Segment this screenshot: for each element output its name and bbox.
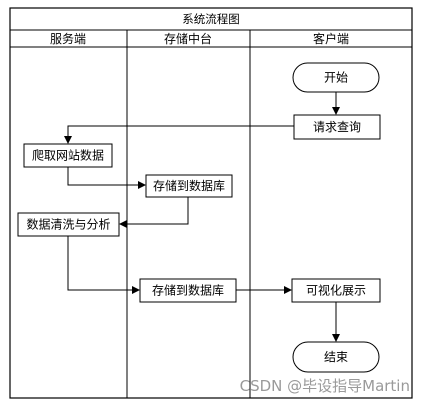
node-crawl-label: 爬取网站数据 — [32, 148, 104, 163]
lane-header-server: 服务端 — [50, 31, 86, 46]
node-store2-label: 存储到数据库 — [152, 283, 224, 298]
node-visual-label: 可视化展示 — [306, 283, 366, 298]
node-crawl: 爬取网站数据 — [23, 143, 113, 168]
lane-header-client: 客户端 — [313, 31, 349, 46]
node-start-label: 开始 — [324, 71, 348, 85]
node-store2-shape — [139, 278, 237, 303]
node-visual: 可视化展示 — [291, 278, 381, 303]
node-store1-label: 存储到数据库 — [153, 178, 225, 193]
edges — [64, 92, 340, 342]
edge-clean-store2 — [67, 236, 140, 294]
edge-store1-clean — [119, 197, 189, 228]
node-clean-label: 数据清洗与分析 — [26, 217, 110, 232]
node-end-label: 结束 — [324, 350, 348, 364]
node-request-label: 请求查询 — [313, 120, 361, 134]
node-request-shape — [293, 114, 381, 140]
edge-crawl-store1 — [67, 167, 146, 189]
node-end-shape — [292, 341, 380, 373]
node-start-shape — [292, 62, 380, 93]
diagram-title: 系统流程图 — [182, 12, 240, 26]
watermark: CSDN @毕设指导Martin — [240, 377, 410, 395]
node-request: 请求查询 — [293, 114, 381, 140]
node-store2: 存储到数据库 — [139, 278, 237, 303]
diagram-frame — [9, 7, 413, 399]
node-store1: 存储到数据库 — [145, 174, 233, 198]
lane-header-storage: 存储中台 — [164, 31, 212, 46]
node-crawl-shape — [23, 143, 113, 168]
node-clean-shape — [17, 212, 120, 237]
edge-request-crawl — [64, 125, 294, 144]
node-end: 结束 — [292, 341, 380, 373]
node-clean: 数据清洗与分析 — [17, 212, 120, 237]
node-start: 开始 — [292, 62, 380, 93]
node-store1-shape — [145, 174, 233, 198]
node-visual-shape — [291, 278, 381, 303]
